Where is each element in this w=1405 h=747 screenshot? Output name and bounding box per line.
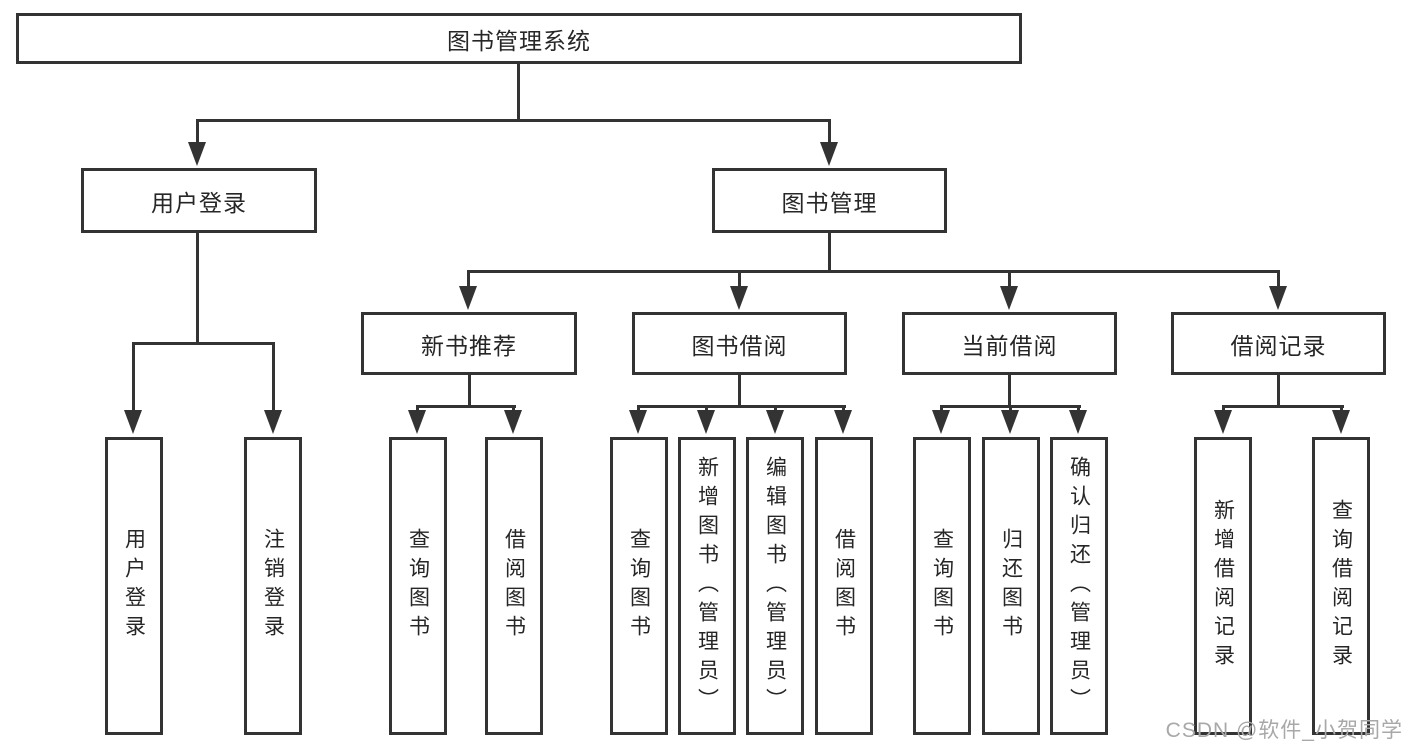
connector-current-borrow-drop bbox=[1008, 270, 1011, 290]
leaf-borrow-edit-books-admin: 编辑图书（管理员） bbox=[746, 437, 804, 735]
connector-book-management-drop bbox=[828, 119, 831, 145]
connector-level1-hline bbox=[196, 119, 831, 122]
node-user-login-label: 用户登录 bbox=[151, 189, 247, 216]
arrow-down-icon bbox=[697, 410, 715, 434]
connector-new-book-leaf-drop-2 bbox=[512, 405, 515, 414]
leaf-current-confirm-return-admin: 确认归还（管理员） bbox=[1050, 437, 1108, 735]
arrow-down-icon bbox=[629, 410, 647, 434]
leaf-borrow-add-books-admin-label: 新增图书（管理员） bbox=[695, 455, 719, 717]
leaf-logout: 注销登录 bbox=[244, 437, 302, 735]
leaf-logout-label: 注销登录 bbox=[261, 528, 285, 644]
node-book-management-label: 图书管理 bbox=[781, 189, 878, 216]
leaf-borrow-edit-books-admin-label: 编辑图书（管理员） bbox=[763, 455, 787, 717]
connector-user-login-drop bbox=[196, 119, 199, 145]
arrow-down-icon bbox=[459, 286, 477, 310]
leaf-borrow-borrow-books: 借阅图书 bbox=[815, 437, 873, 735]
node-user-login: 用户登录 bbox=[81, 168, 317, 233]
connector-user-login-stem bbox=[196, 233, 199, 344]
arrow-down-icon bbox=[820, 142, 838, 166]
leaf-borrow-query-books: 查询图书 bbox=[610, 437, 668, 735]
leaf-borrow-borrow-books-label: 借阅图书 bbox=[832, 528, 856, 644]
leaf-current-return-books-label: 归还图书 bbox=[999, 528, 1023, 644]
connector-book-borrow-leaf-drop-1 bbox=[637, 405, 640, 414]
arrow-down-icon bbox=[1001, 410, 1019, 434]
node-book-borrowing: 图书借阅 bbox=[632, 312, 847, 375]
connector-new-book-stem bbox=[468, 375, 471, 407]
leaf-current-confirm-return-admin-label: 确认归还（管理员） bbox=[1067, 455, 1091, 717]
leaf-current-query-books: 查询图书 bbox=[913, 437, 971, 735]
arrow-down-icon bbox=[264, 410, 282, 434]
connector-book-borrow-leaf-drop-2 bbox=[705, 405, 708, 414]
connector-current-borrow-leaf-drop-2 bbox=[1009, 405, 1012, 414]
connector-borrow-records-leaf-drop-2 bbox=[1340, 405, 1343, 414]
connector-new-book-hline bbox=[416, 405, 516, 408]
leaf-current-return-books: 归还图书 bbox=[982, 437, 1040, 735]
leaf-newrec-borrow-books-label: 借阅图书 bbox=[502, 528, 526, 644]
connector-book-borrow-stem bbox=[738, 375, 741, 407]
leaf-newrec-query-books-label: 查询图书 bbox=[406, 528, 430, 644]
leaf-borrow-query-books-label: 查询图书 bbox=[627, 528, 651, 644]
connector-book-borrow-drop bbox=[738, 270, 741, 290]
connector-book-management-stem bbox=[828, 233, 831, 272]
connector-level3-hline bbox=[467, 270, 1280, 273]
connector-user-login-hline bbox=[132, 342, 275, 345]
leaf-records-add-record: 新增借阅记录 bbox=[1194, 437, 1252, 735]
arrow-down-icon bbox=[932, 410, 950, 434]
connector-user-login-child-drop-1 bbox=[132, 342, 135, 414]
connector-book-borrow-leaf-drop-4 bbox=[842, 405, 845, 414]
node-book-management: 图书管理 bbox=[712, 168, 947, 233]
arrow-down-icon bbox=[504, 410, 522, 434]
leaf-user-login-label: 用户登录 bbox=[122, 528, 146, 644]
arrow-down-icon bbox=[408, 410, 426, 434]
connector-borrow-records-stem bbox=[1277, 375, 1280, 407]
node-book-borrowing-label: 图书借阅 bbox=[691, 332, 788, 359]
node-current-borrowing: 当前借阅 bbox=[902, 312, 1117, 375]
node-root: 图书管理系统 bbox=[16, 13, 1022, 64]
connector-current-borrow-stem bbox=[1008, 375, 1011, 407]
connector-current-borrow-leaf-drop-3 bbox=[1077, 405, 1080, 414]
leaf-current-query-books-label: 查询图书 bbox=[930, 528, 954, 644]
connector-new-book-leaf-drop-1 bbox=[416, 405, 419, 414]
node-current-borrowing-label: 当前借阅 bbox=[961, 332, 1058, 359]
leaf-records-query-record: 查询借阅记录 bbox=[1312, 437, 1370, 735]
node-borrowing-records-label: 借阅记录 bbox=[1230, 332, 1327, 359]
leaf-records-query-record-label: 查询借阅记录 bbox=[1329, 499, 1353, 673]
arrow-down-icon bbox=[834, 410, 852, 434]
arrow-down-icon bbox=[1214, 410, 1232, 434]
connector-borrow-records-drop bbox=[1277, 270, 1280, 290]
connector-book-borrow-leaf-drop-3 bbox=[774, 405, 777, 414]
leaf-records-add-record-label: 新增借阅记录 bbox=[1211, 499, 1235, 673]
connector-borrow-records-leaf-drop-1 bbox=[1222, 405, 1225, 414]
connector-book-borrow-hline bbox=[637, 405, 846, 408]
arrow-down-icon bbox=[1069, 410, 1087, 434]
leaf-borrow-add-books-admin: 新增图书（管理员） bbox=[678, 437, 736, 735]
arrow-down-icon bbox=[766, 410, 784, 434]
node-new-book-recommendation-label: 新书推荐 bbox=[421, 332, 517, 359]
node-borrowing-records: 借阅记录 bbox=[1171, 312, 1386, 375]
connector-root-stem bbox=[517, 64, 520, 121]
arrow-down-icon bbox=[1000, 286, 1018, 310]
leaf-newrec-borrow-books: 借阅图书 bbox=[485, 437, 543, 735]
arrow-down-icon bbox=[730, 286, 748, 310]
arrow-down-icon bbox=[188, 142, 206, 166]
node-root-label: 图书管理系统 bbox=[447, 27, 591, 54]
connector-borrow-records-hline bbox=[1222, 405, 1344, 408]
connector-new-book-drop bbox=[467, 270, 470, 290]
leaf-newrec-query-books: 查询图书 bbox=[389, 437, 447, 735]
connector-user-login-child-drop-2 bbox=[272, 342, 275, 414]
csdn-watermark: CSDN @软件_小贺同学 bbox=[1165, 719, 1403, 742]
arrow-down-icon bbox=[124, 410, 142, 434]
leaf-user-login: 用户登录 bbox=[105, 437, 163, 735]
arrow-down-icon bbox=[1332, 410, 1350, 434]
connector-current-borrow-leaf-drop-1 bbox=[940, 405, 943, 414]
arrow-down-icon bbox=[1269, 286, 1287, 310]
node-new-book-recommendation: 新书推荐 bbox=[361, 312, 577, 375]
